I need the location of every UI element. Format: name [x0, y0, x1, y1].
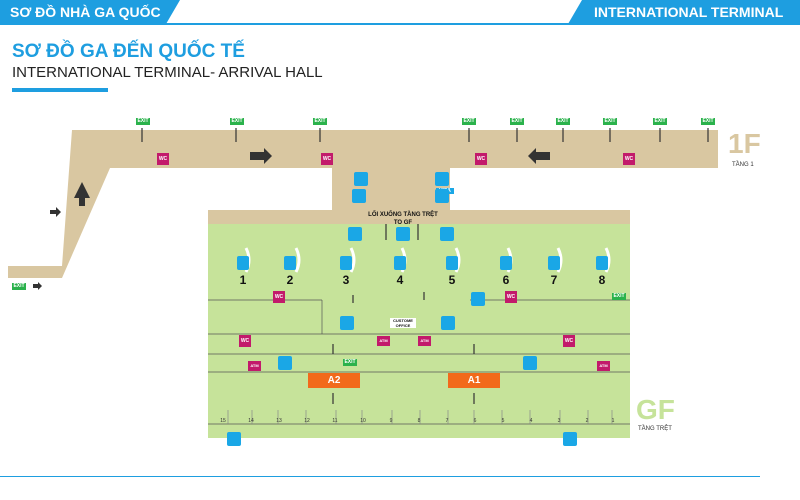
stairs-down-label: LỐI XUỐNG TẦNG TRỆT	[368, 212, 438, 218]
service-icon	[440, 227, 454, 241]
baggage-belt-number: 2	[286, 273, 294, 287]
wc-sign: WC	[157, 153, 169, 165]
exit-sign: EXIT	[603, 118, 617, 125]
upper-floor-corridor	[8, 130, 718, 278]
baggage-belts	[244, 247, 611, 273]
service-icon	[278, 356, 292, 370]
service-icon	[352, 189, 366, 203]
baggage-belt-icon	[500, 256, 512, 270]
atm-sign: ATM	[418, 336, 431, 346]
floor-1f-label: 1F	[728, 128, 761, 159]
stairs-down-label-en: TO GF	[393, 220, 413, 226]
service-icon	[563, 432, 577, 446]
exit-sign: EXIT	[136, 118, 150, 125]
floor-gf-sub: TẦNG TRỆT	[638, 426, 672, 432]
door-number: 3	[557, 418, 561, 424]
service-icon	[348, 227, 362, 241]
door-number: 14	[248, 418, 254, 424]
exit-down-arrows	[141, 128, 709, 404]
door-number: 4	[529, 418, 533, 424]
service-icon	[396, 227, 410, 241]
wc-sign: WC	[321, 153, 333, 165]
arrival-gate: A1	[448, 373, 500, 388]
wc-sign: WC	[239, 335, 251, 347]
exit-sign: EXIT	[462, 118, 476, 125]
door-number: 6	[473, 418, 477, 424]
door-number: 8	[417, 418, 421, 424]
service-icon	[340, 316, 354, 330]
page-title: SƠ ĐỒ GA ĐẾN QUỐC TẾ	[12, 41, 245, 62]
service-icon	[523, 356, 537, 370]
baggage-belt-number: 8	[598, 273, 606, 287]
wc-sign: WC	[563, 335, 575, 347]
customs-office-label: CUSTOME OFFICE	[390, 318, 416, 328]
wc-sign: WC	[623, 153, 635, 165]
door-number: 7	[445, 418, 449, 424]
exit-sign: EXIT	[12, 283, 26, 290]
baggage-belt-icon	[596, 256, 608, 270]
baggage-belt-number: 5	[448, 273, 456, 287]
footer-divider	[0, 476, 760, 477]
direction-arrows	[33, 148, 550, 290]
baggage-belt-icon	[340, 256, 352, 270]
wc-sign: WC	[273, 291, 285, 303]
wc-sign: WC	[475, 153, 487, 165]
atm-sign: ATM	[377, 336, 390, 346]
lower-hall-band	[208, 372, 630, 438]
baggage-area-band	[208, 210, 630, 224]
door-number: 12	[304, 418, 310, 424]
baggage-belt-number: 3	[342, 273, 350, 287]
baggage-belt-icon	[237, 256, 249, 270]
baggage-belt-number: 4	[396, 273, 404, 287]
arrival-gate: A2	[308, 373, 360, 388]
atm-sign: ATM	[597, 361, 610, 371]
exit-sign: EXIT	[230, 118, 244, 125]
wc-sign: WC	[505, 291, 517, 303]
exit-sign: EXIT	[653, 118, 667, 125]
floor-gf-label: GF	[636, 394, 675, 425]
exit-sign: EXIT	[701, 118, 715, 125]
baggage-belt-icon	[548, 256, 560, 270]
door-number: 9	[389, 418, 393, 424]
door-markers	[227, 410, 613, 424]
floor-1f-sub: TẦNG 1	[732, 162, 754, 168]
atm-sign: ATM	[248, 361, 261, 371]
baggage-belt-icon	[394, 256, 406, 270]
service-icon	[354, 172, 368, 186]
exit-sign: EXIT	[343, 359, 357, 366]
baggage-belt-icon	[284, 256, 296, 270]
service-icon	[435, 172, 449, 186]
exit-sign: EXIT	[313, 118, 327, 125]
service-icon	[471, 292, 485, 306]
door-number: 10	[360, 418, 366, 424]
exit-sign: EXIT	[556, 118, 570, 125]
header-right-title: INTERNATIONAL TERMINAL	[568, 0, 800, 24]
door-number: 13	[276, 418, 282, 424]
door-number: 11	[332, 418, 338, 424]
service-icon	[441, 316, 455, 330]
door-number: 5	[501, 418, 505, 424]
exit-sign: EXIT	[612, 293, 626, 300]
baggage-belt-number: 1	[239, 273, 247, 287]
service-icon	[435, 189, 449, 203]
door-number: 2	[585, 418, 589, 424]
header-divider	[0, 23, 800, 25]
service-icon	[227, 432, 241, 446]
baggage-belt-number: 7	[550, 273, 558, 287]
title-underline	[12, 88, 108, 92]
page-subtitle: INTERNATIONAL TERMINAL- ARRIVAL HALL	[12, 64, 323, 81]
door-number: 15	[220, 418, 226, 424]
baggage-belt-icon	[446, 256, 458, 270]
door-number: 1	[611, 418, 615, 424]
baggage-belt-number: 6	[502, 273, 510, 287]
exit-sign: EXIT	[510, 118, 524, 125]
